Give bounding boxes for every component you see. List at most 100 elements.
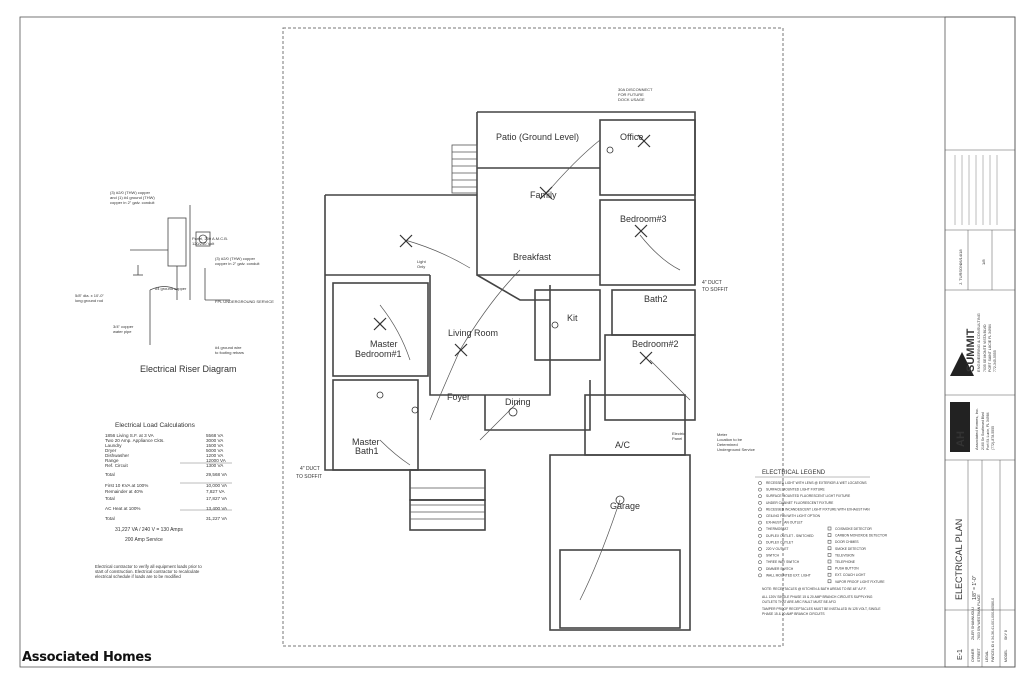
- legend-symbol-icon: [827, 566, 832, 570]
- sheet-title: ELECTRICAL PLAN: [954, 519, 964, 600]
- svg-text:200 Amp Service: 200 Amp Service: [125, 537, 163, 543]
- ceiling-fan-icon: [373, 134, 653, 365]
- svg-text:electrical schedule if loads a: electrical schedule if loads are to be m…: [95, 574, 181, 579]
- legend-item: DIMMER SWITCH: [766, 567, 794, 571]
- svg-text:Light: Light: [417, 259, 427, 264]
- load-row-value: 29,568 VA: [206, 472, 228, 477]
- legend-item: UNDER CABINET FLUORESCENT FIXTURE: [766, 501, 834, 505]
- svg-text:ENGINEERING & CONSULTING: ENGINEERING & CONSULTING: [976, 313, 981, 372]
- load-calculations: Electrical Load Calculations 1856 Living…: [95, 422, 232, 579]
- room-label-foyer: Foyer: [447, 392, 470, 402]
- load-row-label: Range: [105, 458, 119, 463]
- room-label-breakfast: Breakfast: [513, 252, 552, 262]
- associated-homes-watermark: Associated Homes: [22, 650, 152, 665]
- svg-text:LEGAL: LEGAL: [985, 651, 989, 662]
- legend-item: THREE WAY SWITCH: [766, 560, 800, 564]
- legend-item: DUPLEX OUTLET - SWITCHED: [766, 534, 814, 538]
- light-fixture-icon: [376, 146, 625, 505]
- svg-text:FPL UNDERGROUND SERVICE: FPL UNDERGROUND SERVICE: [215, 299, 274, 304]
- svg-text:Underground Service: Underground Service: [717, 447, 756, 452]
- legend-symbol-icon: [758, 566, 762, 571]
- legend-symbol-icon: [758, 500, 762, 505]
- legend-symbol-icon: [758, 514, 762, 518]
- svg-text:long ground rod: long ground rod: [75, 298, 103, 303]
- svg-text:water pipe: water pipe: [113, 329, 132, 334]
- legend-symbol-icon: [827, 539, 832, 544]
- legend-symbol-icon: [758, 553, 762, 558]
- electrical-legend: ELECTRICAL LEGEND RECESSED LIGHT WITH LE…: [755, 470, 888, 616]
- svg-text:Only: Only: [417, 264, 425, 269]
- svg-text:ZILER SHANNUOLU: ZILER SHANNUOLU: [971, 607, 975, 640]
- svg-text:31,227 VA / 240 V = 130 Amps: 31,227 VA / 240 V = 130 Amps: [115, 527, 183, 533]
- load-row-label: Total: [105, 472, 115, 477]
- svg-text:copper in 2" galv. conduit: copper in 2" galv. conduit: [215, 261, 260, 266]
- title-block: SUMMIT ENGINEERING & CONSULTING 7035 SE …: [944, 16, 1016, 668]
- svg-text:J. TURSON: J. TURSON: [958, 264, 963, 285]
- load-row-value: 12000 VA: [206, 458, 227, 463]
- svg-text:4" DUCT: 4" DUCT: [300, 466, 320, 472]
- load-row-value: 5568 VA: [206, 433, 224, 438]
- load-row-label: Dryer: [105, 448, 117, 453]
- legend-symbol-icon: [758, 481, 762, 485]
- legend-symbol-icon: [758, 527, 762, 532]
- svg-text:TAMPER PROOF RECEPTACLES MUST: TAMPER PROOF RECEPTACLES MUST BE INSTALL…: [762, 607, 881, 611]
- svg-text:OWNER: OWNER: [971, 648, 975, 662]
- legend-symbol-icon: [827, 572, 832, 577]
- legend-symbol-icon: [827, 533, 832, 537]
- svg-text:STREET: STREET: [977, 647, 981, 662]
- legend-item: CO/SMOKE DETECTOR: [835, 527, 872, 531]
- legend-item: 220 V OUTLET: [766, 547, 789, 551]
- svg-text:120/240 Volt: 120/240 Volt: [192, 241, 215, 246]
- load-row-value: 31,227 VA: [206, 516, 228, 521]
- svg-text:FOR FUTURE: FOR FUTURE: [618, 92, 644, 97]
- room-label-bedroom3: Bedroom#3: [620, 214, 667, 224]
- legend-item: RECESSED INCANDESCENT LIGHT FIXTURE WITH…: [766, 507, 870, 511]
- svg-text:Determined: Determined: [717, 442, 738, 447]
- svg-text:copper in 2" galv. conduit: copper in 2" galv. conduit: [110, 200, 155, 205]
- legend-symbol-icon: [827, 526, 832, 531]
- legend-item: SURFACE MOUNTED FLUORESCENT LIGHT FIXTUR…: [766, 494, 851, 498]
- room-label-patio: Patio (Ground Level): [496, 132, 579, 142]
- svg-text:OUTLETS THAT ARE ARC FAULT MUS: OUTLETS THAT ARE ARC FAULT MUST BE AFCI: [762, 600, 836, 604]
- legend-symbol-icon: [758, 547, 762, 551]
- riser-diagram-title: Electrical Riser Diagram: [140, 364, 237, 374]
- svg-text:MODEL: MODEL: [1004, 650, 1008, 663]
- room-label-family: Family: [530, 190, 557, 200]
- floor-plan: [324, 111, 696, 631]
- legend-symbol-icon: [758, 520, 762, 525]
- room-label-master-bath: Master: [352, 437, 380, 447]
- legend-item: EXHAUST FAN OUTLET: [766, 521, 803, 525]
- legend-item: SWITCH: [766, 554, 780, 558]
- load-row-label: Laundry: [105, 443, 122, 448]
- legend-item: CEILING FAN WITH LIGHT OPTION: [766, 514, 821, 518]
- legend-symbol-icon: [827, 553, 832, 557]
- legend-item: TELEVISION: [835, 553, 855, 557]
- svg-text:30A DISCONNECT: 30A DISCONNECT: [618, 87, 653, 92]
- svg-text:7603 SW WESTMAN PLACE: 7603 SW WESTMAN PLACE: [977, 594, 981, 640]
- svg-text:E-1: E-1: [957, 649, 964, 660]
- svg-text:(3) #2/0 (THW) copper: (3) #2/0 (THW) copper: [110, 190, 151, 195]
- svg-text:1/8" = 1'-0": 1/8" = 1'-0": [972, 575, 978, 600]
- legend-symbol-icon: [758, 533, 762, 538]
- svg-text:Meter: Meter: [717, 432, 728, 437]
- legend-symbol-icon: [758, 540, 762, 545]
- legend-symbol-icon: [758, 560, 762, 565]
- legend-symbol-icon: [827, 559, 832, 564]
- load-row-value: 7,827 VA: [206, 489, 225, 494]
- svg-text:(3) #2/0 (THW) copper: (3) #2/0 (THW) copper: [215, 256, 256, 261]
- svg-text:Electric: Electric: [672, 431, 685, 436]
- room-label-living: Living Room: [448, 328, 498, 338]
- legend-item: DUPLEX OUTLET: [766, 540, 793, 544]
- svg-text:TO SOFFIT: TO SOFFIT: [702, 287, 728, 293]
- load-row-label: Two 20 Amp. Appliance Ckts.: [105, 438, 165, 443]
- svg-text:start of construction. Electr: start of construction. Electrical contra…: [95, 569, 200, 574]
- load-row-label: Total: [105, 496, 115, 501]
- riser-diagram: (3) #2/0 (THW) copper and (1) #4 ground …: [75, 190, 274, 374]
- svg-text:1/8: 1/8: [981, 259, 986, 265]
- load-row-value: 17,827 VA: [206, 496, 228, 501]
- room-label-dining: Dining: [505, 397, 531, 407]
- associated-homes-logo-icon: [950, 402, 970, 452]
- svg-text:PARCEL ID #: PARCEL ID #: [991, 641, 995, 662]
- svg-text:SUMMIT: SUMMIT: [965, 328, 977, 372]
